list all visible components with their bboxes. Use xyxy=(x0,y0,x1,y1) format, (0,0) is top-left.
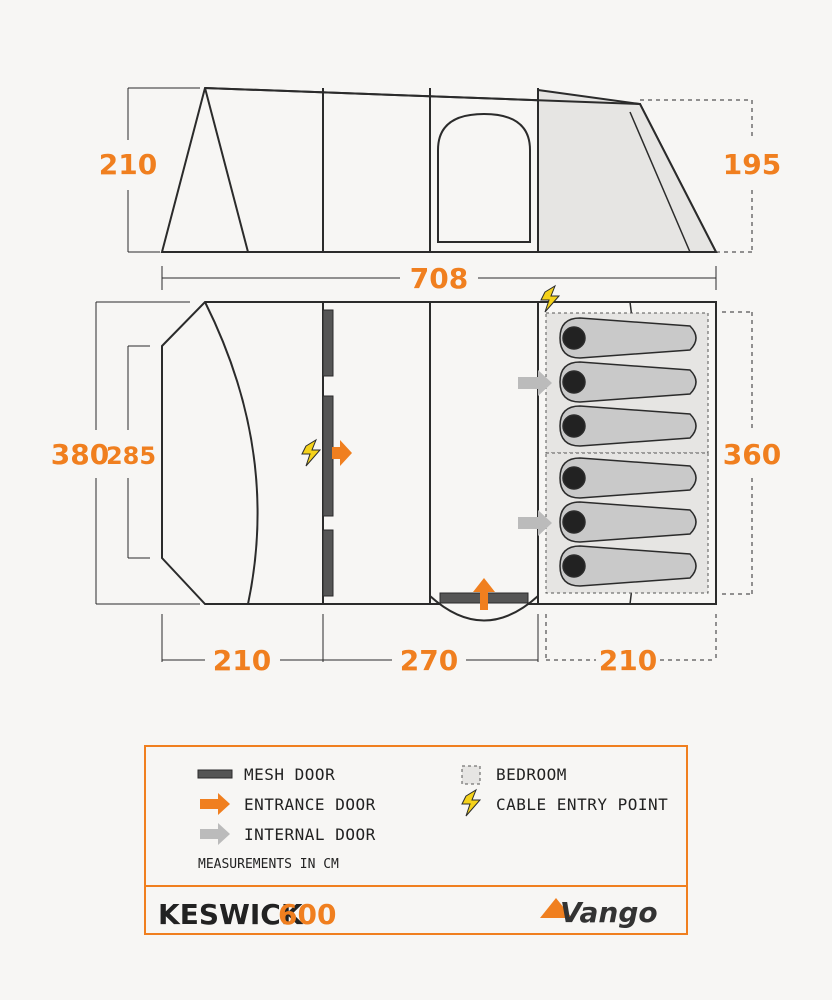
cable-entry-icon xyxy=(301,438,322,467)
model-capacity: 600 xyxy=(278,898,336,931)
entrance-arrow-icon xyxy=(473,578,495,610)
dim-width-outer: 380 xyxy=(51,438,109,471)
sleeping-bag xyxy=(559,457,697,499)
sleeping-bag xyxy=(559,317,697,359)
dim-section-middle: 270 xyxy=(400,644,458,677)
total-length-dimension: 708 xyxy=(161,262,717,295)
mesh-door-icon xyxy=(197,769,233,779)
window-icon xyxy=(437,112,531,243)
dim-side-right: 195 xyxy=(723,148,781,181)
legend-units-note: MEASUREMENTS IN CM xyxy=(198,857,339,872)
entrance-arrow-icon xyxy=(200,793,230,815)
sleeping-bag xyxy=(559,405,697,447)
internal-door-arrow-icon xyxy=(518,370,552,396)
legend-bedroom: BEDROOM xyxy=(496,765,567,784)
legend-box: MESH DOOR ENTRANCE DOOR INTERNAL DOOR ME… xyxy=(144,745,688,935)
bedroom-icon xyxy=(461,765,481,785)
mesh-door xyxy=(322,529,334,597)
width-dimensions: 380 285 360 xyxy=(51,301,781,605)
dim-side-left: 210 xyxy=(99,148,157,181)
floor-plan-view xyxy=(161,284,717,622)
vango-logo-icon xyxy=(540,898,572,918)
internal-door-arrow-icon xyxy=(518,510,552,536)
legend-entrance-door: ENTRANCE DOOR xyxy=(244,795,376,814)
legend-mesh-door: MESH DOOR xyxy=(244,765,335,784)
side-elevation-view: 210 195 xyxy=(99,86,781,253)
entrance-arrow-icon xyxy=(332,440,352,466)
dim-section-front: 210 xyxy=(213,644,271,677)
model-name: KESWICK xyxy=(158,898,304,931)
section-dimensions: 210 270 210 xyxy=(161,614,717,677)
cable-entry-icon xyxy=(540,284,561,313)
sleeping-bag xyxy=(559,361,697,403)
cable-entry-icon xyxy=(461,788,482,817)
mesh-door xyxy=(322,395,334,517)
legend-cable-entry: CABLE ENTRY POINT xyxy=(496,795,668,814)
internal-door-arrow-icon xyxy=(200,823,230,845)
sleeping-bag xyxy=(559,501,697,543)
brand-logo-text: Vango xyxy=(560,896,658,929)
dim-section-bedroom: 210 xyxy=(599,644,657,677)
sleeping-bags xyxy=(559,317,697,587)
sleeping-bag xyxy=(559,545,697,587)
dim-width-inner: 285 xyxy=(106,442,156,470)
mesh-door xyxy=(322,309,334,377)
dim-bedroom-width: 360 xyxy=(723,438,781,471)
dim-total-length: 708 xyxy=(410,262,468,295)
legend-internal-door: INTERNAL DOOR xyxy=(244,825,376,844)
